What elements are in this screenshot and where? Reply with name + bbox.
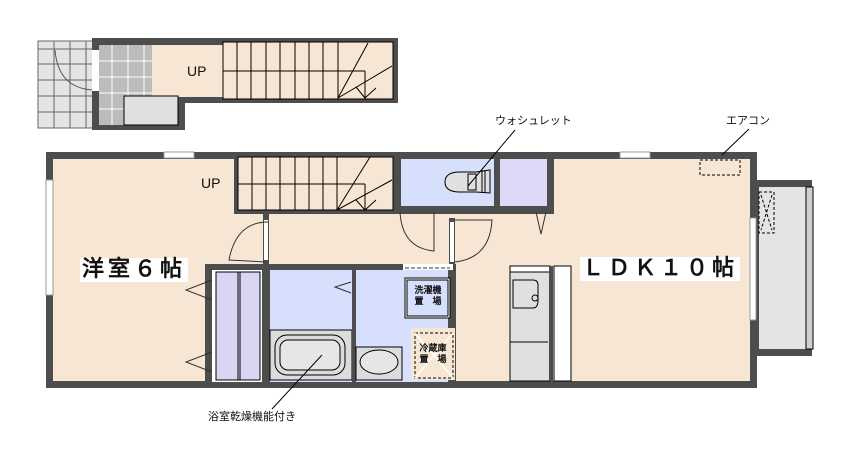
bathroom-annotation: 浴室乾燥機能付き [208,410,296,423]
ground-stairs-up-label: UP [187,63,207,79]
refrigerator-label: 冷蔵庫 置 場 [414,344,452,366]
ldk-label: ＬＤＫ１０帖 [580,256,741,281]
washing-machine-label-line1: 洗濯機 [414,286,442,296]
air-conditioner-annotation: エアコン [726,114,770,127]
main-floor [45,151,814,388]
western-room-label: 洋室６帖 [80,257,189,282]
refrigerator-label-line1: 冷蔵庫 [419,344,447,354]
entrance-area [37,38,398,130]
toilet-annotation: ウォシュレット [495,114,572,127]
washing-machine-label-line2: 置 場 [414,297,442,307]
refrigerator-label-line2: 置 場 [419,355,447,365]
upper-stairs-up-label: UP [201,175,221,191]
washing-machine-label: 洗濯機 置 場 [409,286,447,308]
